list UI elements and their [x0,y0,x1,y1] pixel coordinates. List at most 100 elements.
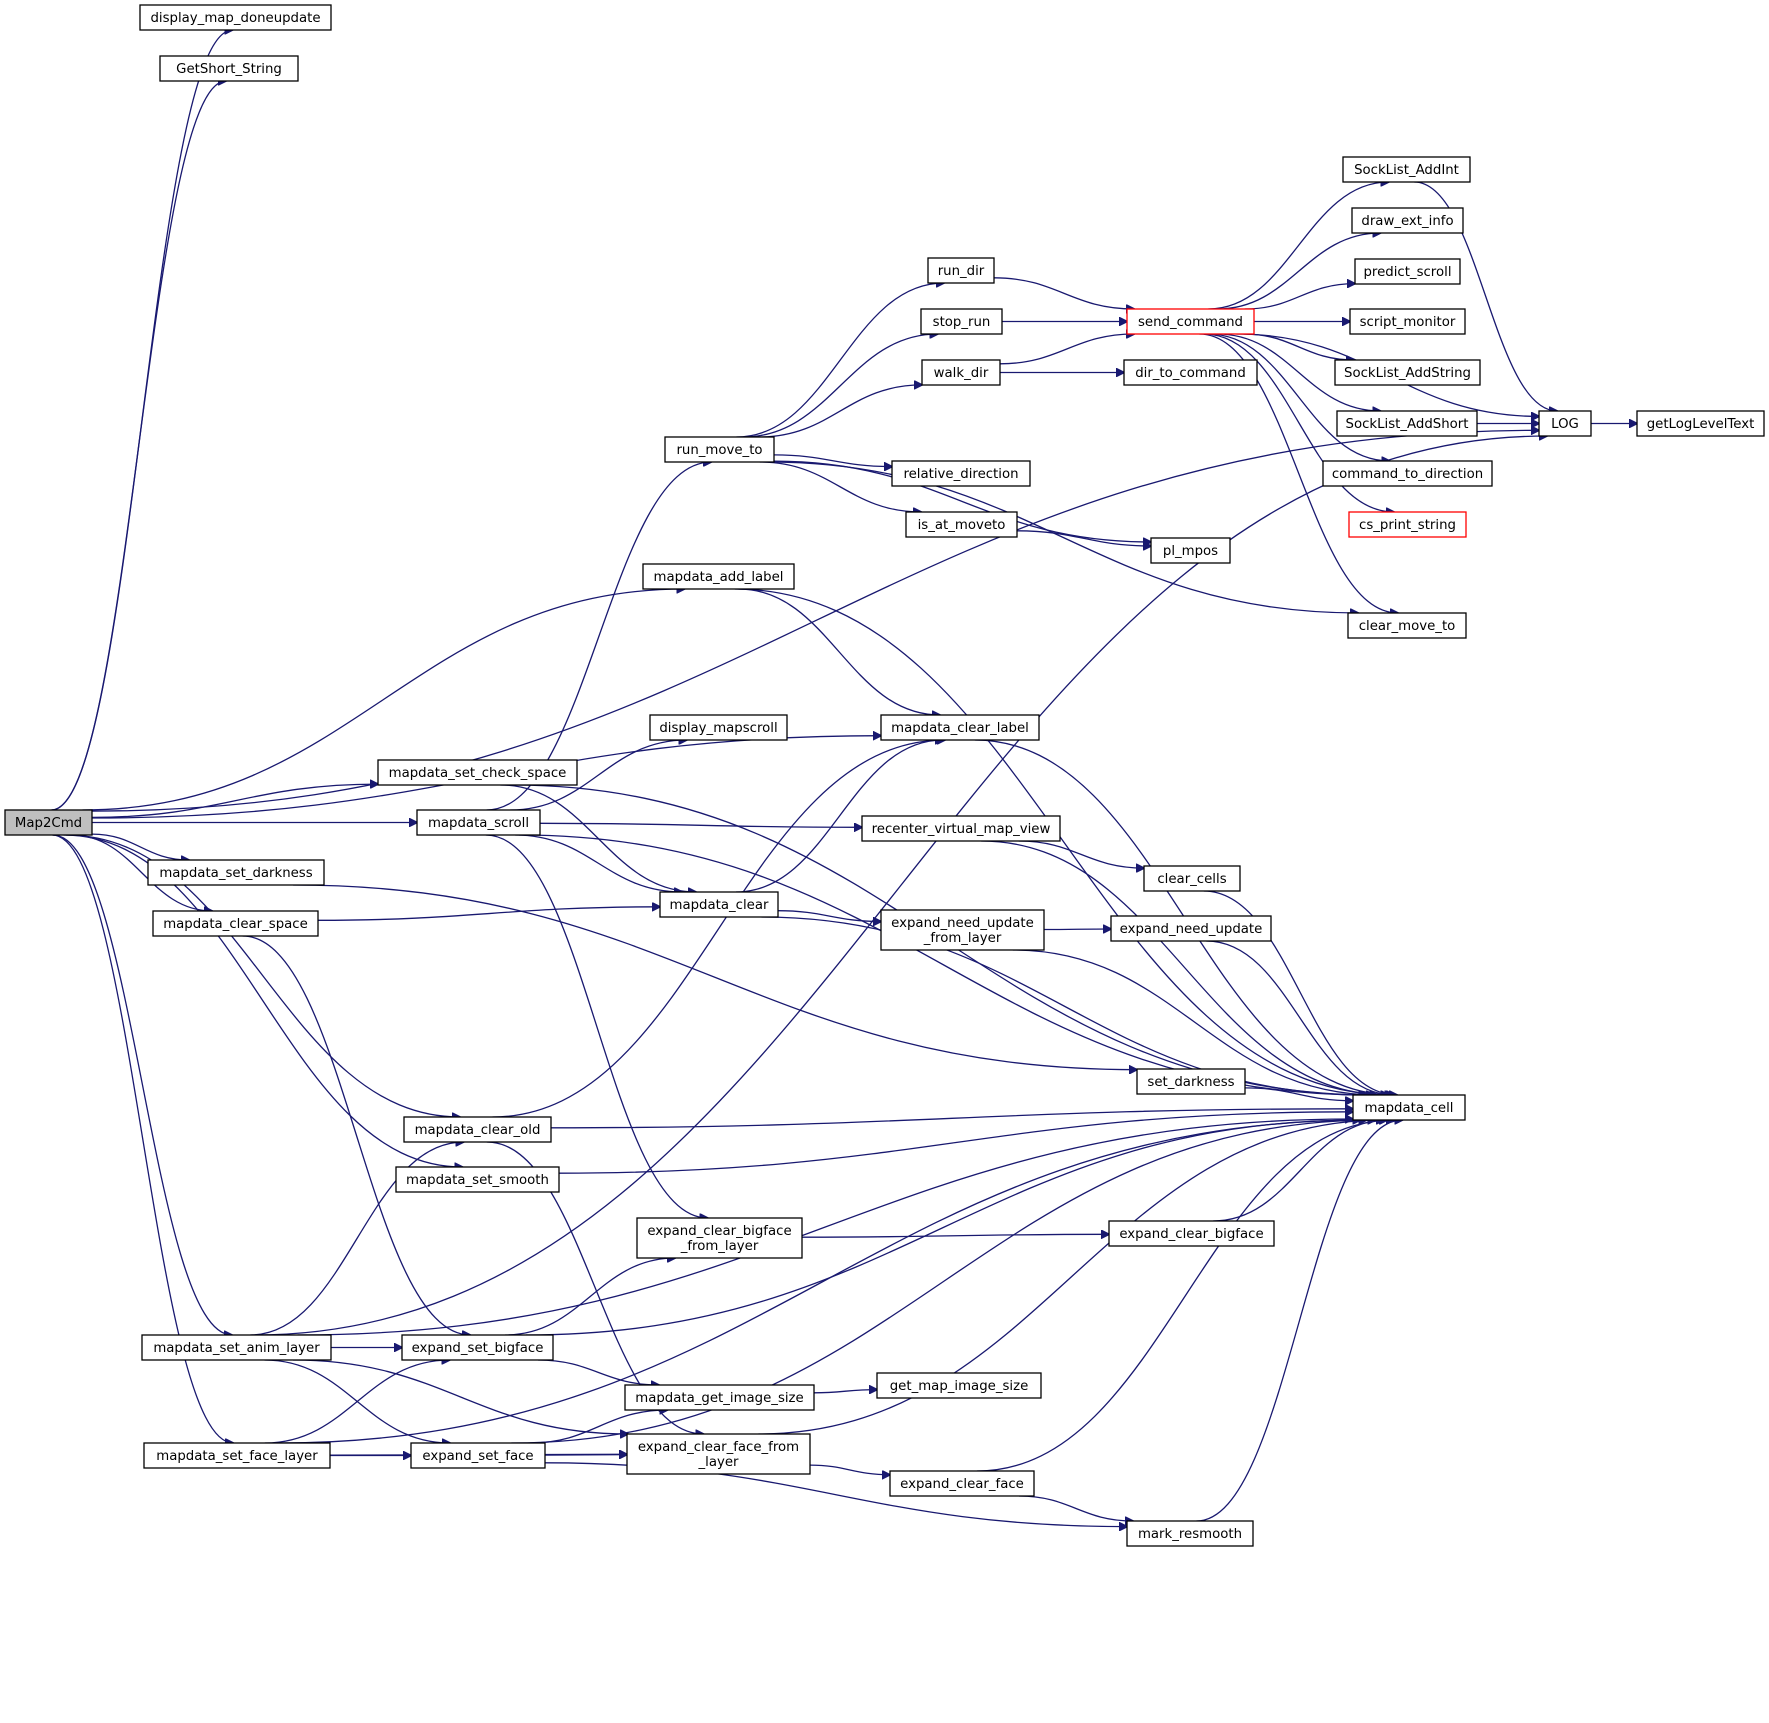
node-box [1108,1220,1275,1247]
node-expand-clear-face[interactable]: expand_clear_face [889,1470,1035,1497]
node-label: draw_ext_info [1361,214,1453,229]
node-mapdata-clear-space[interactable]: mapdata_clear_space [152,910,319,937]
node-pl-mpos[interactable]: pl_mpos [1150,537,1231,564]
node-box [920,308,1003,335]
node-dir-to-command[interactable]: dir_to_command [1123,359,1258,386]
node-map2cmd[interactable]: Map2Cmd [4,809,93,836]
node-display-map-doneupdate[interactable]: display_map_doneupdate [139,4,332,31]
node-box [1336,410,1478,437]
edge-recenter-to-clear_cells [1018,840,1144,868]
node-clear-cells[interactable]: clear_cells [1143,865,1241,892]
node-mapdata-clear-old[interactable]: mapdata_clear_old [403,1116,552,1143]
node-mapdata-set-anim-layer[interactable]: mapdata_set_anim_layer [141,1334,332,1361]
node-label: mapdata_clear_old [415,1123,541,1138]
node-expand-clear-bigface-from-layer[interactable]: expand_clear_bigface_from_layer [636,1217,803,1259]
node-label: run_move_to [676,443,762,458]
node-socklist-addshort[interactable]: SockList_AddShort [1336,410,1478,437]
edge-send_command-to-command_to_direction [1208,333,1389,461]
node-mapdata-add-label[interactable]: mapdata_add_label [642,563,795,590]
node-mapdata-clear[interactable]: mapdata_clear [659,891,779,918]
node-send-command[interactable]: send_command [1126,308,1255,335]
node-expand-need-update[interactable]: expand_need_update [1110,915,1272,942]
node-mapdata-set-smooth[interactable]: mapdata_set_smooth [395,1166,560,1193]
node-run-dir[interactable]: run_dir [927,257,995,284]
node-mapdata-clear-label[interactable]: mapdata_clear_label [880,714,1040,741]
node-box [1351,207,1464,234]
node-command-to-direction[interactable]: command_to_direction [1322,460,1493,487]
node-walk-dir[interactable]: walk_dir [921,359,1001,386]
node-expand-clear-bigface[interactable]: expand_clear_bigface [1108,1220,1275,1247]
node-box [395,1166,560,1193]
node-label: mapdata_get_image_size [635,1391,803,1406]
node-socklist-addstring[interactable]: SockList_AddString [1334,359,1481,386]
node-mark-resmooth[interactable]: mark_resmooth [1126,1520,1254,1547]
node-box [1349,308,1466,335]
node-is-at-moveto[interactable]: is_at_moveto [905,511,1018,538]
node-label: pl_mpos [1163,544,1218,559]
node-mapdata-scroll[interactable]: mapdata_scroll [416,809,541,836]
node-display-mapscroll[interactable]: display_mapscroll [649,714,788,741]
node-label: predict_scroll [1363,265,1451,280]
edge-map2cmd-to-mapdata_add_label [82,589,685,811]
node-box [1347,612,1467,639]
node-stop-run[interactable]: stop_run [920,308,1003,335]
node-expand-clear-face-from-layer[interactable]: expand_clear_face_from_layer [626,1433,811,1475]
node-mapdata-get-image-size[interactable]: mapdata_get_image_size [624,1384,815,1411]
node-mapdata-set-check-space[interactable]: mapdata_set_check_space [377,759,578,786]
node-getshort-string[interactable]: GetShort_String [159,55,299,82]
edge-mapdata_clear-to-expand_need_update_from_layer [777,910,881,922]
node-box [1150,537,1231,564]
node-box [1342,156,1471,183]
node-expand-set-face[interactable]: expand_set_face [410,1442,546,1469]
edge-map2cmd-to-getshort_string [51,81,227,811]
node-label: mapdata_set_face_layer [156,1449,318,1464]
node-box [159,55,299,82]
node-mapdata-set-face-layer[interactable]: mapdata_set_face_layer [143,1442,331,1469]
node-label: expand_clear_face_from [638,1440,799,1455]
node-socklist-addint[interactable]: SockList_AddInt [1342,156,1471,183]
node-box [416,809,541,836]
node-label: GetShort_String [176,62,282,77]
node-getloglevel[interactable]: getLogLevelText [1636,410,1765,437]
edge-mapdata_clear_old-to-expand_clear_face_from_layer [486,1141,704,1434]
edge-expand_clear_face-to-mapdata_cell [976,1120,1394,1472]
edge-mapdata_scroll-to-mapdata_cell [519,834,1368,1095]
node-predict-scroll[interactable]: predict_scroll [1354,258,1461,285]
node-box [152,910,319,937]
edge-mapdata_clear_old-to-mapdata_cell [550,1109,1353,1129]
node-expand-set-bigface[interactable]: expand_set_bigface [401,1334,554,1361]
node-relative-direction[interactable]: relative_direction [891,460,1031,487]
edge-socklist_addint-to-log [1414,181,1557,411]
node-label: mapdata_clear_space [163,917,308,932]
edge-mapdata_scroll-to-recenter [539,822,862,827]
edge-mapdata_scroll-to-expand_clear_bigface_from_layer [485,834,708,1218]
node-clear-move-to[interactable]: clear_move_to [1347,612,1467,639]
node-label: expand_need_update [1120,922,1263,937]
node-label: mapdata_clear_label [891,721,1029,736]
node-label: set_darkness [1147,1075,1234,1090]
edge-send_command-to-predict_scroll [1244,284,1355,310]
node-box [1126,308,1255,335]
edge-expand_clear_face-to-mark_resmooth [1018,1495,1133,1521]
node-cs-print-string[interactable]: cs_print_string [1348,511,1467,538]
edge-send_command-to-clear_move_to [1199,333,1398,613]
node-mapdata-set-darkness[interactable]: mapdata_set_darkness [147,859,325,886]
node-box [889,1470,1035,1497]
node-mapdata-cell[interactable]: mapdata_cell [1352,1094,1466,1121]
node-label: SockList_AddString [1344,366,1471,381]
node-label: command_to_direction [1332,467,1483,482]
node-run-move-to[interactable]: run_move_to [664,436,775,463]
node-box [905,511,1018,538]
node-set-darkness[interactable]: set_darkness [1136,1068,1246,1095]
node-recenter[interactable]: recenter_virtual_map_view [861,815,1061,842]
node-script-monitor[interactable]: script_monitor [1349,308,1466,335]
node-box [642,563,795,590]
edge-mapdata_set_smooth-to-mapdata_cell [558,1112,1353,1174]
node-log[interactable]: LOG [1538,410,1592,437]
node-get-map-image-size[interactable]: get_map_image_size [876,1372,1042,1399]
node-box [1334,359,1481,386]
node-expand-need-update-from-layer[interactable]: expand_need_update_from_layer [880,909,1045,951]
node-draw-ext-info[interactable]: draw_ext_info [1351,207,1464,234]
edge-is_at_moveto-to-pl_mpos [1016,530,1151,546]
node-label: mapdata_cell [1364,1101,1453,1116]
